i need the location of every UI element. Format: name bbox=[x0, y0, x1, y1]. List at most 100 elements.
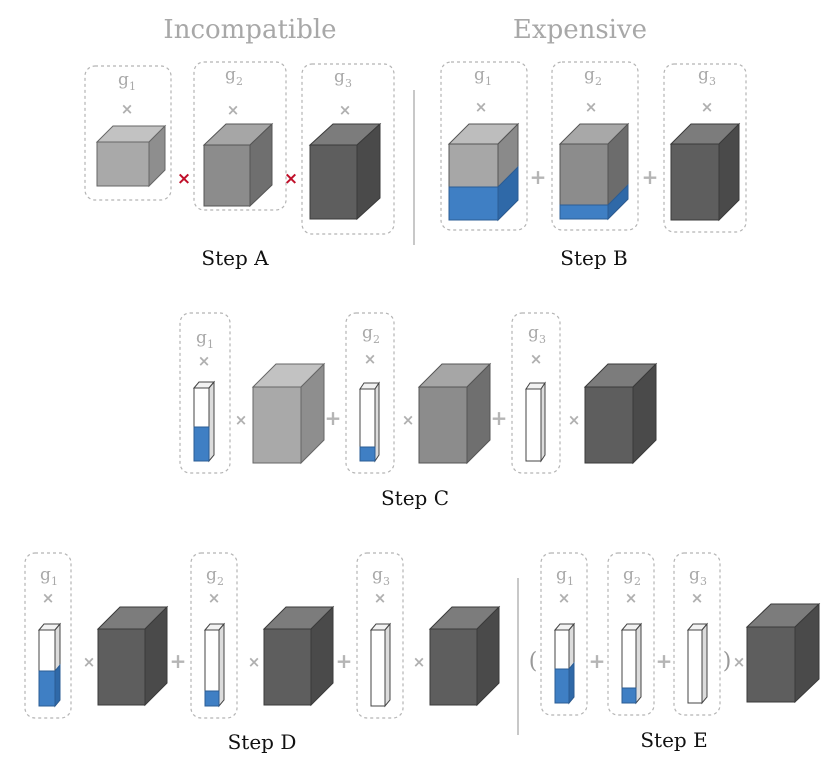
title-incompatible: Incompatible bbox=[163, 15, 336, 45]
times-icon: × bbox=[691, 589, 704, 607]
incompatible-times-icon: × bbox=[284, 169, 298, 189]
group-label: g bbox=[528, 323, 539, 343]
group-box bbox=[190, 552, 238, 719]
group-label: g bbox=[225, 65, 236, 85]
cube-icon bbox=[308, 122, 382, 221]
group-box bbox=[551, 61, 639, 231]
blue-fill bbox=[193, 426, 210, 462]
group-label: g bbox=[556, 565, 567, 585]
step-d-label: Step D bbox=[228, 730, 297, 754]
times-icon: × bbox=[339, 101, 352, 119]
times-icon: × bbox=[701, 98, 714, 116]
group-label: g bbox=[698, 65, 709, 85]
plus-icon: + bbox=[530, 165, 547, 189]
blue-fill bbox=[621, 687, 637, 704]
close-paren: ) bbox=[723, 649, 732, 674]
step-b-group: g 1 × + g 2 × + g 3 × bbox=[440, 61, 747, 270]
times-icon: × bbox=[235, 411, 248, 429]
thin-bar-icon bbox=[369, 622, 392, 708]
plus-icon: + bbox=[589, 649, 606, 673]
blue-fill bbox=[38, 670, 56, 707]
step-b-label: Step B bbox=[560, 246, 627, 270]
times-icon: × bbox=[625, 589, 638, 607]
plus-icon: + bbox=[325, 406, 342, 430]
thin-bar-icon bbox=[359, 381, 380, 463]
plus-icon: + bbox=[656, 649, 673, 673]
plus-icon: + bbox=[170, 649, 187, 673]
times-icon: × bbox=[585, 98, 598, 116]
group-subscript: 3 bbox=[345, 77, 352, 90]
step-a-label: Step A bbox=[201, 246, 269, 270]
thin-bar-icon bbox=[553, 622, 576, 705]
step-c-label: Step C bbox=[381, 486, 449, 510]
group-box bbox=[356, 552, 404, 719]
times-icon: × bbox=[402, 411, 415, 429]
cube-icon bbox=[417, 362, 492, 465]
group-box bbox=[24, 552, 72, 719]
times-icon: × bbox=[568, 411, 581, 429]
group-subscript: 3 bbox=[383, 575, 390, 588]
times-icon: × bbox=[121, 100, 134, 118]
group-subscript: 1 bbox=[567, 575, 574, 588]
group-subscript: 2 bbox=[217, 575, 224, 588]
blue-fill-side bbox=[54, 663, 61, 708]
times-icon: × bbox=[364, 350, 377, 368]
group-subscript: 1 bbox=[51, 575, 58, 588]
group-subscript: 2 bbox=[373, 333, 380, 346]
blue-fill bbox=[359, 446, 376, 462]
group-box bbox=[440, 61, 528, 231]
times-icon: × bbox=[83, 653, 96, 671]
thin-bar-icon bbox=[525, 381, 546, 463]
times-icon: × bbox=[227, 101, 240, 119]
times-icon: × bbox=[198, 352, 211, 370]
times-icon: × bbox=[733, 653, 746, 671]
group-box bbox=[607, 552, 655, 716]
times-icon: × bbox=[208, 589, 221, 607]
group-label: g bbox=[474, 65, 485, 85]
group-subscript: 1 bbox=[485, 75, 492, 88]
times-icon: × bbox=[413, 653, 426, 671]
group-box bbox=[179, 312, 231, 474]
cube-icon bbox=[95, 124, 167, 188]
thin-bar-icon bbox=[620, 622, 643, 705]
group-box bbox=[345, 312, 395, 474]
group-label: g bbox=[623, 565, 634, 585]
group-box bbox=[673, 552, 721, 716]
plus-icon: + bbox=[491, 406, 508, 430]
thin-bar-icon bbox=[37, 622, 62, 708]
step-e-label: Step E bbox=[640, 728, 707, 752]
times-icon: × bbox=[248, 653, 261, 671]
group-label: g bbox=[689, 565, 700, 585]
blue-fill-side bbox=[607, 183, 629, 221]
times-icon: × bbox=[374, 589, 387, 607]
group-subscript: 2 bbox=[595, 75, 602, 88]
times-icon: × bbox=[558, 589, 571, 607]
cube-icon bbox=[558, 122, 630, 221]
cube-icon bbox=[96, 605, 169, 707]
cube-icon bbox=[262, 605, 335, 707]
plus-icon: + bbox=[642, 165, 659, 189]
cube-icon bbox=[447, 122, 520, 222]
group-label: g bbox=[40, 565, 51, 585]
step-c-group: g 1 × × + g 2 × × bbox=[179, 312, 658, 510]
group-box bbox=[301, 63, 395, 235]
thin-bar-icon bbox=[203, 622, 226, 708]
group-subscript: 3 bbox=[700, 575, 707, 588]
group-subscript: 2 bbox=[634, 575, 641, 588]
plus-icon: + bbox=[336, 649, 353, 673]
blue-fill bbox=[204, 690, 220, 707]
step-a-group: g 1 × × g 2 × × g 3 × Step A bbox=[84, 61, 395, 270]
times-icon: × bbox=[530, 350, 543, 368]
group-box bbox=[540, 552, 588, 716]
blue-fill bbox=[559, 204, 609, 220]
group-box bbox=[663, 63, 747, 233]
thin-bar-icon bbox=[192, 380, 216, 463]
times-icon: × bbox=[42, 589, 55, 607]
group-subscript: 3 bbox=[709, 75, 716, 88]
cube-icon bbox=[669, 122, 741, 222]
title-expensive: Expensive bbox=[513, 15, 647, 45]
group-label: g bbox=[372, 565, 383, 585]
group-box bbox=[193, 61, 287, 211]
group-subscript: 1 bbox=[129, 80, 136, 93]
